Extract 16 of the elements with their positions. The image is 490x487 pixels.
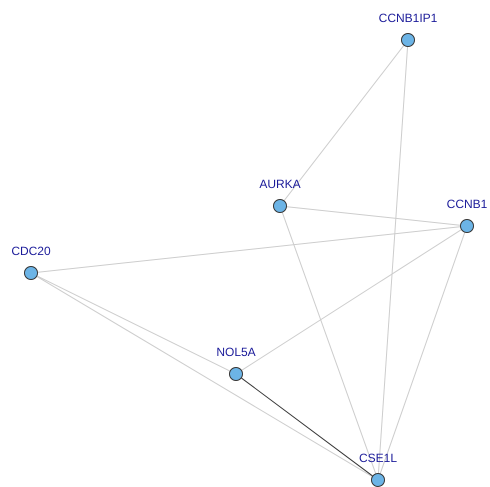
connector-line (378, 46, 408, 474)
connector-line (380, 232, 466, 474)
gene-label: CSE1L (358, 451, 398, 465)
gene-label: AURKA (258, 177, 302, 191)
gene-label: CCNB1 (446, 197, 488, 211)
connector-line (241, 378, 373, 476)
connector-line (282, 212, 376, 474)
connector-line (36, 276, 230, 372)
connector-line (36, 276, 372, 477)
connector-line (284, 45, 404, 201)
connector-line (241, 229, 462, 371)
connector-line (286, 206, 461, 226)
connector-line (37, 226, 461, 273)
gene-label: CCNB1IP1 (378, 11, 438, 25)
gene-label: NOL5A (215, 345, 257, 359)
gene-label: CDC20 (10, 244, 52, 258)
